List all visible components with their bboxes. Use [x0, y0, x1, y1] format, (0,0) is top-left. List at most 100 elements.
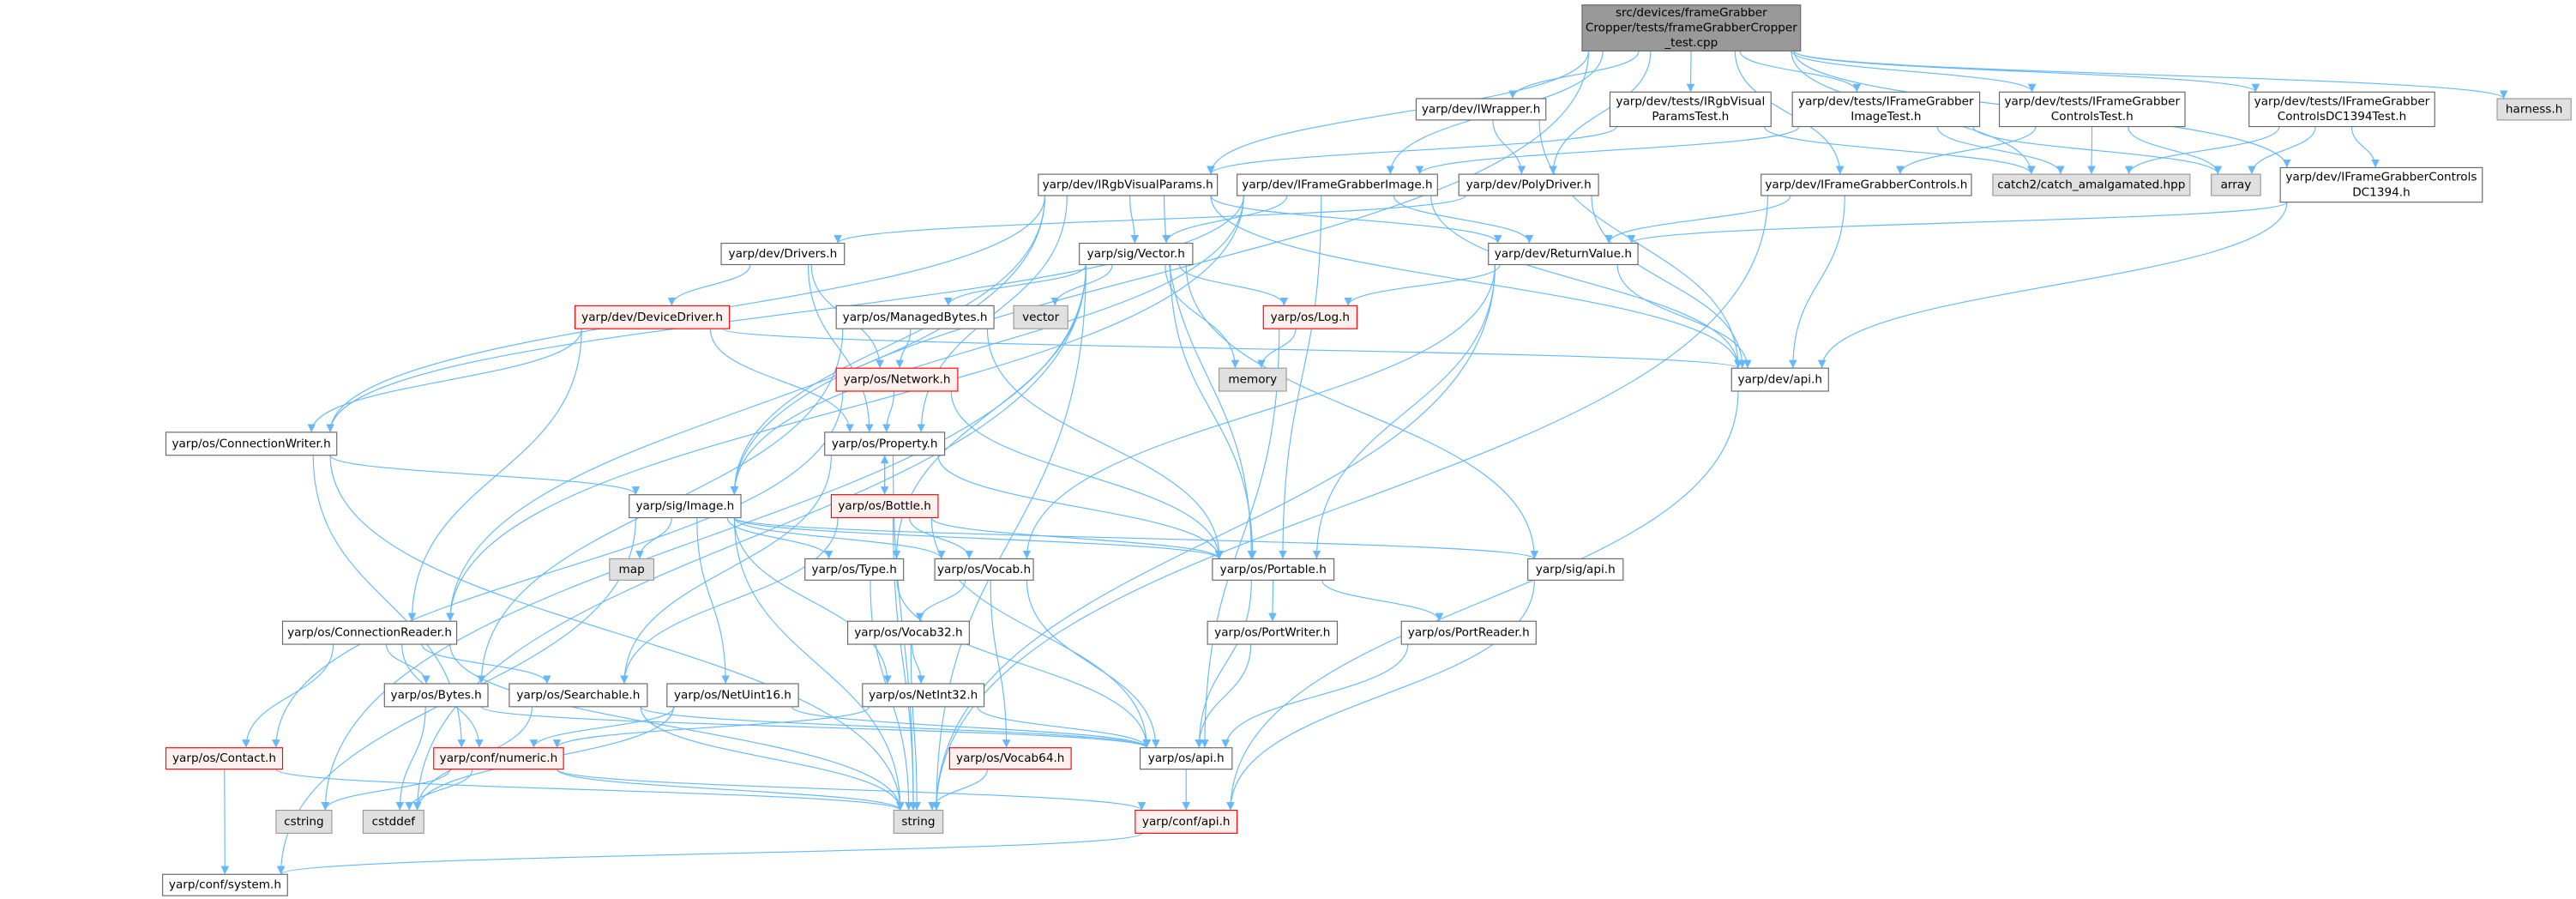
node-Log[interactable]: yarp/os/Log.h — [1262, 305, 1358, 329]
edge-IFrameGrabberControls-to-ReturnValue — [1604, 195, 1791, 244]
node-box — [574, 305, 731, 329]
node-label: array — [2221, 178, 2252, 192]
edge-PolyDriver-to-devapi — [1591, 196, 1747, 369]
node-ConnectionWriter[interactable]: yarp/os/ConnectionWriter.h — [165, 431, 338, 456]
node-box — [1207, 620, 1339, 645]
node-box — [1212, 558, 1335, 581]
node-label: yarp/os/Contact.h — [172, 751, 276, 765]
node-Drivers[interactable]: yarp/dev/Drivers.h — [720, 242, 846, 266]
node-Type[interactable]: yarp/os/Type.h — [804, 558, 905, 581]
edge-Vocab32-to-string — [910, 644, 922, 811]
edge-IFrameGrabberImage-to-devapi — [1430, 196, 1742, 369]
node-harness[interactable]: harness.h — [2496, 98, 2572, 121]
node-IRgbVisualParams[interactable]: yarp/dev/IRgbVisualParams.h — [1038, 173, 1219, 196]
node-ManagedBytes[interactable]: yarp/os/ManagedBytes.h — [835, 305, 995, 329]
node-Network[interactable]: yarp/os/Network.h — [835, 367, 959, 392]
node-label: _test.cpp — [1664, 36, 1718, 50]
node-Searchable[interactable]: yarp/os/Searchable.h — [509, 683, 648, 708]
node-root[interactable]: src/devices/frameGrabberCropper/tests/fr… — [1581, 4, 1802, 51]
edge-Contact-to-system — [220, 769, 230, 875]
node-catch2[interactable]: catch2/catch_amalgamated.hpp — [1992, 173, 2191, 196]
edge-root-to-IRgbVisualParams — [1207, 51, 1590, 175]
node-Vocab32[interactable]: yarp/os/Vocab32.h — [846, 620, 970, 645]
edge-ReturnValue-to-string — [932, 264, 1496, 811]
node-IWrapper[interactable]: yarp/dev/IWrapper.h — [1415, 98, 1547, 121]
edge-IFrameGrabberControlsTest-to-array — [2128, 126, 2223, 175]
node-label: yarp/dev/ReturnValue.h — [1495, 247, 1632, 261]
node-IFrameGrabberImage[interactable]: yarp/dev/IFrameGrabberImage.h — [1237, 173, 1438, 196]
edge-ConnectionReader-to-Contact — [242, 644, 334, 748]
node-string[interactable]: string — [893, 809, 944, 834]
node-box — [362, 809, 424, 834]
node-Vocab64[interactable]: yarp/os/Vocab64.h — [948, 747, 1072, 770]
node-Property[interactable]: yarp/os/Property.h — [824, 431, 946, 456]
edge-IWrapper-to-PolyDriver — [1492, 119, 1526, 175]
node-NetUint16[interactable]: yarp/os/NetUint16.h — [666, 683, 799, 708]
node-DC1394Test[interactable]: yarp/dev/tests/IFrameGrabberControlsDC13… — [2248, 91, 2435, 128]
node-PortReader[interactable]: yarp/os/PortReader.h — [1400, 620, 1537, 645]
node-box — [509, 683, 648, 708]
edge-Image-to-NetInt32 — [733, 517, 892, 685]
node-devapi[interactable]: yarp/dev/api.h — [1730, 367, 1829, 392]
node-IFrameGrabberControlsTest[interactable]: yarp/dev/tests/IFrameGrabberControlsTest… — [1998, 91, 2186, 128]
node-label: ControlsDC1394Test.h — [2278, 110, 2406, 124]
node-osapi[interactable]: yarp/os/api.h — [1140, 747, 1233, 770]
node-Portable[interactable]: yarp/os/Portable.h — [1212, 558, 1335, 581]
node-cstddef[interactable]: cstddef — [362, 809, 424, 834]
node-Vocab[interactable]: yarp/os/Vocab.h — [934, 558, 1034, 581]
node-label: yarp/conf/numeric.h — [440, 751, 558, 765]
node-PortWriter[interactable]: yarp/os/PortWriter.h — [1207, 620, 1339, 645]
node-vector[interactable]: vector — [1013, 305, 1068, 329]
node-ReturnValue[interactable]: yarp/dev/ReturnValue.h — [1488, 242, 1639, 266]
node-Image[interactable]: yarp/sig/Image.h — [629, 494, 742, 519]
node-system[interactable]: yarp/conf/system.h — [162, 873, 288, 896]
node-label: ControlsTest.h — [2051, 110, 2134, 124]
node-box — [893, 809, 944, 834]
edge-DC1394-to-devapi — [1817, 202, 2288, 369]
node-label: yarp/dev/api.h — [1738, 373, 1822, 387]
edge-DC1394-to-ReturnValue — [1627, 202, 2288, 244]
node-Contact[interactable]: yarp/os/Contact.h — [165, 747, 284, 770]
node-label: ParamsTest.h — [1652, 110, 1729, 124]
node-sigapi[interactable]: yarp/sig/api.h — [1527, 558, 1624, 581]
node-label: memory — [1228, 373, 1277, 387]
edge-IFrameGrabberImage-to-ReturnValue — [1393, 195, 1534, 244]
node-box — [1400, 620, 1537, 645]
edge-ConnectionReader-to-string — [449, 644, 905, 811]
node-confapi[interactable]: yarp/conf/api.h — [1135, 809, 1238, 834]
node-map[interactable]: map — [609, 558, 655, 581]
edge-Vocab-to-osapi — [1026, 580, 1160, 748]
node-numeric[interactable]: yarp/conf/numeric.h — [433, 747, 564, 770]
node-IFrameGrabberControls[interactable]: yarp/dev/IFrameGrabberControls.h — [1760, 173, 1972, 196]
edge-ConnectionReader-to-Searchable — [421, 643, 551, 685]
edge-IRgbVisualParamsTest-to-IRgbVisualParams — [1207, 126, 1617, 175]
node-PolyDriver[interactable]: yarp/dev/PolyDriver.h — [1458, 173, 1599, 196]
node-box — [830, 494, 939, 519]
node-box — [165, 431, 338, 456]
edge-Vector-to-vector — [1050, 264, 1113, 306]
node-DeviceDriver[interactable]: yarp/dev/DeviceDriver.h — [574, 305, 731, 329]
node-label: ImageTest.h — [1851, 110, 1921, 124]
edge-ReturnValue-to-Vocab — [1022, 264, 1496, 559]
node-memory[interactable]: memory — [1218, 367, 1287, 392]
node-Bytes[interactable]: yarp/os/Bytes.h — [383, 683, 489, 708]
node-box — [1992, 173, 2191, 196]
edge-Contact-to-string — [275, 769, 905, 812]
node-Vector[interactable]: yarp/sig/Vector.h — [1079, 242, 1194, 266]
edge-DC1394Test-to-catch2 — [2124, 126, 2280, 175]
node-label: yarp/sig/api.h — [1536, 563, 1616, 576]
edge-ManagedBytes-to-Network — [895, 329, 912, 369]
edge-PortReader-to-osapi — [1221, 644, 1409, 748]
edge-Bytes-to-cstddef — [395, 706, 426, 811]
node-Bottle[interactable]: yarp/os/Bottle.h — [830, 494, 939, 519]
node-NetInt32[interactable]: yarp/os/NetInt32.h — [862, 683, 985, 708]
node-label: yarp/os/Portable.h — [1220, 563, 1327, 576]
edge-ManagedBytes-to-Portable — [986, 329, 1224, 559]
node-ConnectionReader[interactable]: yarp/os/ConnectionReader.h — [281, 620, 458, 645]
node-cstring[interactable]: cstring — [275, 809, 333, 834]
node-array[interactable]: array — [2211, 173, 2261, 196]
node-label: yarp/os/NetInt32.h — [869, 688, 978, 702]
